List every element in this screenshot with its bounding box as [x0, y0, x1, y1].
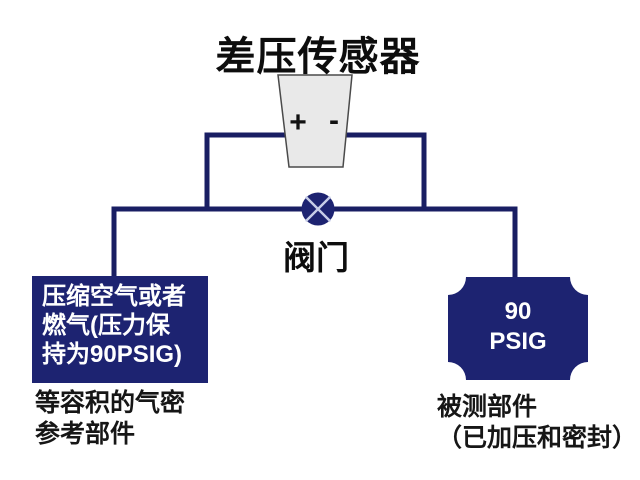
valve-cross-icon	[305, 196, 331, 222]
sensor-plus-label: +	[289, 106, 307, 139]
valve-label: 阀门	[283, 239, 349, 276]
test-caption: 被测部件 （已加压和密封）	[437, 393, 638, 452]
test-badge-text: 90 PSIG	[489, 298, 547, 355]
sensor-body	[277, 74, 353, 168]
pipe-right-branch	[344, 132, 427, 211]
reference-caption: 等容积的气密 参考部件	[35, 389, 186, 448]
pipe-left-branch	[204, 132, 286, 211]
reference-box-text: 压缩空气或者 燃气(压力保 持为90PSIG)	[42, 283, 186, 368]
sensor-minus-label: -	[329, 104, 339, 137]
page-title: 差压传感器	[215, 35, 421, 79]
test-part-badge	[448, 277, 588, 380]
reference-pressure-box: 压缩空气或者 燃气(压力保 持为90PSIG)	[32, 276, 208, 383]
